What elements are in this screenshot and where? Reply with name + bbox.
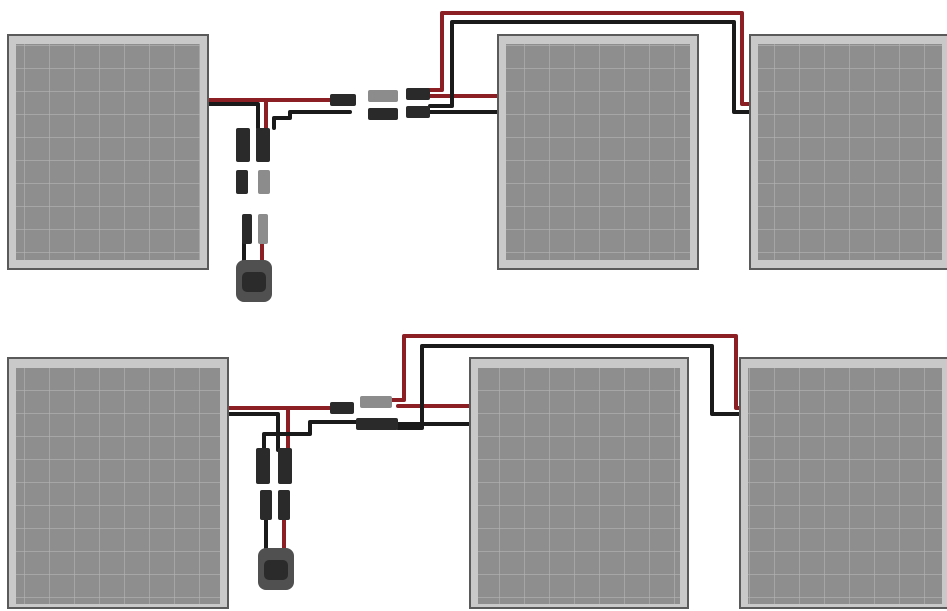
top-solar-panel-3 — [749, 34, 947, 270]
top-mc4-connector — [406, 106, 430, 118]
bottom-wires — [226, 334, 744, 554]
top-mc4-connector — [330, 94, 356, 106]
bottom-mc4-connector — [360, 396, 392, 408]
top-mc4-connector — [236, 128, 250, 162]
bottom-connectors — [256, 396, 398, 520]
bottom-solar-panel-3 — [739, 357, 947, 609]
top-solar-panel-1 — [7, 34, 209, 270]
bottom-diagram — [7, 334, 947, 609]
top-mc4-connector — [236, 170, 248, 194]
bottom-wire-panel3-positive — [390, 334, 744, 410]
top-mc4-connector — [258, 170, 270, 194]
top-mc4-connector — [242, 214, 252, 244]
bottom-mc4-connector — [260, 490, 272, 520]
bottom-wire-panel3-negative — [396, 344, 744, 430]
top-wire-panel3-positive — [422, 11, 754, 106]
top-charge-controller-icon — [236, 260, 272, 302]
top-mc4-connector — [258, 214, 268, 244]
bottom-mc4-connector — [278, 490, 290, 520]
top-wires — [206, 11, 754, 264]
top-mc4-connector — [368, 90, 398, 102]
bottom-wire-negative-branch — [262, 420, 360, 452]
top-connectors — [236, 88, 430, 244]
top-mc4-connector — [256, 128, 270, 162]
top-wire-panel3-negative — [428, 20, 754, 114]
bottom-wire-negative — [226, 412, 280, 452]
top-solar-panel-2 — [497, 34, 699, 270]
top-diagram — [7, 11, 947, 302]
top-wire-negative-branch — [272, 110, 352, 130]
top-mc4-connector — [368, 108, 398, 120]
bottom-charge-controller-icon — [258, 548, 294, 590]
top-mc4-connector — [406, 88, 430, 100]
bottom-mc4-connector — [374, 418, 398, 430]
bottom-mc4-connector — [256, 448, 270, 484]
bottom-solar-panel-2 — [469, 357, 689, 609]
top-wire-negative — [206, 102, 260, 130]
bottom-solar-panel-1 — [7, 357, 229, 609]
bottom-mc4-connector — [330, 402, 354, 414]
bottom-mc4-connector — [278, 448, 292, 484]
